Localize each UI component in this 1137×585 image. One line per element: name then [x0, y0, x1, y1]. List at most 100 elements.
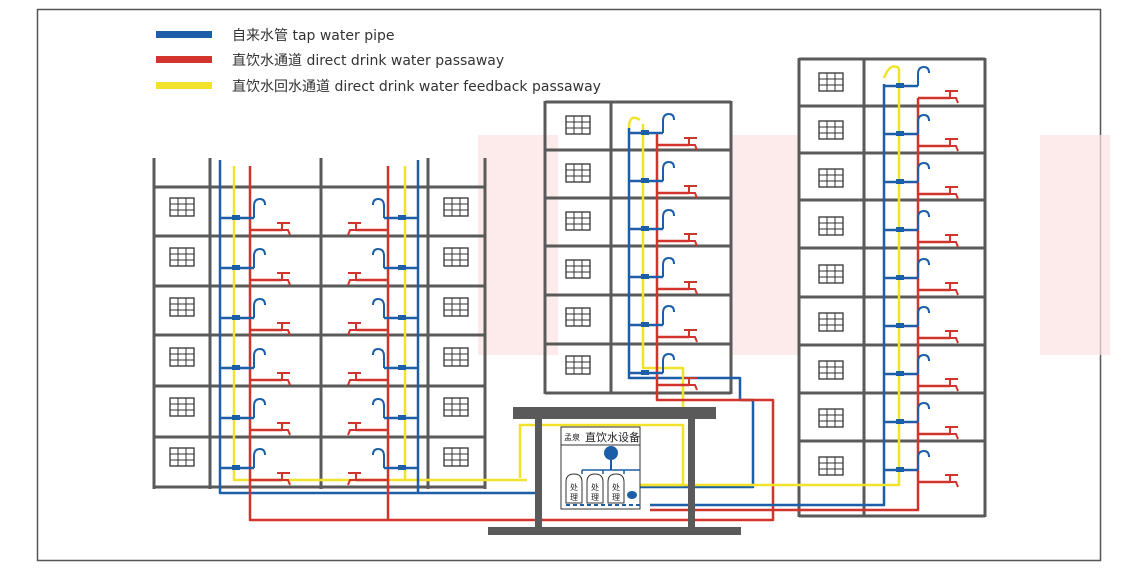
- faucet-neck: [253, 247, 266, 268]
- legend: 自来水管 tap water pipe 直饮水通道 direct drink w…: [156, 28, 601, 95]
- faucet-icon: [220, 447, 291, 486]
- legend-swatch-tap: [156, 31, 212, 38]
- equipment-pillar-left: [535, 419, 542, 527]
- feedback-pipe: [640, 68, 901, 487]
- tap-water-pipe: [218, 160, 535, 495]
- faucet-neck: [662, 208, 675, 229]
- treatment-unit-body: [565, 473, 583, 504]
- faucet-spout: [950, 145, 959, 152]
- window-icon: [443, 297, 469, 317]
- window-frame: [565, 259, 591, 279]
- window-icon: [565, 355, 591, 375]
- faucet-spout: [282, 429, 291, 436]
- faucet-spout: [689, 144, 698, 151]
- window-frame: [565, 355, 591, 375]
- valve-icon: [398, 265, 406, 270]
- window-icon: [443, 347, 469, 367]
- treatment-unit: 处理: [565, 473, 583, 504]
- faucet-icon: [347, 197, 418, 236]
- valve-icon: [398, 365, 406, 370]
- window-frame: [169, 297, 195, 317]
- window-icon: [565, 211, 591, 231]
- window-frame: [169, 347, 195, 367]
- window-frame: [565, 211, 591, 231]
- valve-icon: [896, 131, 904, 136]
- window-frame: [818, 120, 844, 140]
- valve-icon: [398, 465, 406, 470]
- window-icon: [818, 456, 844, 476]
- faucet-spout: [347, 279, 356, 286]
- faucet-spout: [689, 336, 698, 343]
- window-frame: [818, 216, 844, 236]
- valve-icon: [896, 179, 904, 184]
- faucet-spout: [347, 429, 356, 436]
- treatment-unit-body: [586, 473, 604, 504]
- faucet-icon: [884, 161, 959, 200]
- faucet-neck: [917, 353, 930, 374]
- faucet-neck: [372, 297, 385, 318]
- faucet-icon: [629, 160, 698, 199]
- faucet-neck: [917, 161, 930, 182]
- valve-icon: [896, 323, 904, 328]
- faucet-icon: [884, 65, 959, 104]
- window-icon: [818, 408, 844, 428]
- faucet-icon: [884, 353, 959, 392]
- feedback-pipe: [232, 166, 527, 482]
- faucet-neck: [372, 347, 385, 368]
- valve-icon: [232, 215, 240, 220]
- faucet-icon: [220, 347, 291, 386]
- faucet-icon: [884, 113, 959, 152]
- window-icon: [565, 163, 591, 183]
- equipment-pillar-right: [688, 419, 695, 527]
- faucet-icon: [884, 209, 959, 248]
- valve-icon: [641, 274, 649, 279]
- faucet-spout: [950, 337, 959, 344]
- valve-icon: [232, 315, 240, 320]
- window-frame: [443, 347, 469, 367]
- faucet-neck: [917, 65, 930, 86]
- faucet-neck: [917, 401, 930, 422]
- window-frame: [169, 447, 195, 467]
- faucet-neck: [253, 347, 266, 368]
- valve-icon: [896, 275, 904, 280]
- window-frame: [818, 456, 844, 476]
- equipment-logo: 孟泉: [564, 432, 580, 442]
- faucet-icon: [220, 297, 291, 336]
- faucet-icon: [347, 247, 418, 286]
- valve-icon: [641, 178, 649, 183]
- treatment-unit-body: [607, 473, 625, 504]
- faucet-icon: [884, 305, 959, 344]
- faucet-spout: [282, 479, 291, 486]
- valve-icon: [627, 491, 637, 499]
- window-frame: [443, 397, 469, 417]
- treatment-unit-label: 理: [591, 493, 599, 502]
- legend-label-direct: 直饮水通道 direct drink water passaway: [232, 52, 504, 69]
- faucet-neck: [253, 297, 266, 318]
- treatment-unit-label: 处: [570, 482, 578, 492]
- treatment-unit-label: 理: [612, 493, 620, 502]
- faucet-icon: [629, 352, 698, 391]
- legend-label-tap: 自来水管 tap water pipe: [232, 28, 394, 44]
- direct-drink-pipe: [650, 98, 920, 512]
- faucet-icon: [629, 256, 698, 295]
- window-icon: [818, 120, 844, 140]
- direct-drink-pipe: [655, 134, 775, 522]
- faucet-neck: [917, 257, 930, 278]
- feedback-pipe: [882, 65, 900, 79]
- faucet-neck: [917, 209, 930, 230]
- window-frame: [443, 447, 469, 467]
- legend-swatch-direct: [156, 56, 212, 63]
- faucet-icon: [884, 401, 959, 440]
- treatment-unit: 处理: [607, 473, 625, 504]
- faucet-icon: [629, 208, 698, 247]
- window-frame: [443, 297, 469, 317]
- faucet-icon: [629, 112, 698, 151]
- window-icon: [169, 447, 195, 467]
- faucet-neck: [253, 397, 266, 418]
- faucet-icon: [347, 347, 418, 386]
- valve-icon: [398, 215, 406, 220]
- valve-icon: [641, 322, 649, 327]
- valve-icon: [232, 415, 240, 420]
